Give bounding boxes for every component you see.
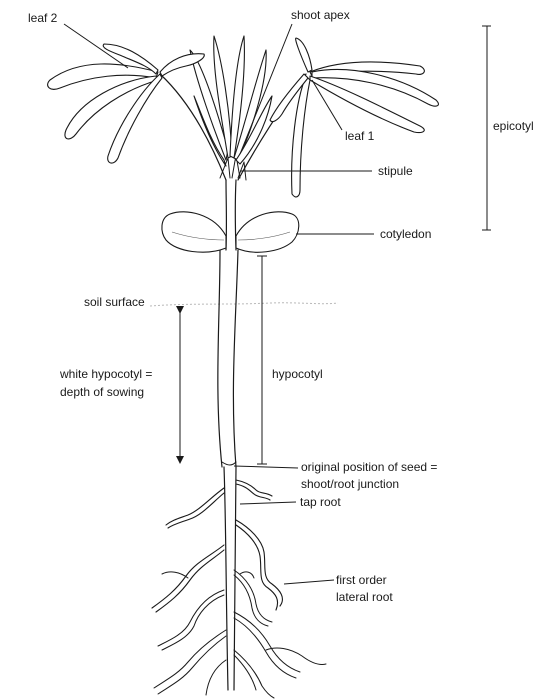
- label-leaf-1: leaf 1: [345, 129, 375, 143]
- label-epicotyl: epicotyl: [493, 119, 534, 133]
- cotyledons: [162, 212, 299, 252]
- stem: [218, 180, 238, 467]
- soil-surface-line: [150, 303, 338, 306]
- label-lateral-root-2: lateral root: [336, 590, 393, 604]
- label-tap-root: tap root: [300, 495, 341, 509]
- label-hypocotyl: hypocotyl: [272, 367, 323, 381]
- label-leaf-2: leaf 2: [28, 11, 58, 25]
- label-stipule: stipule: [378, 164, 413, 178]
- label-white-hypocotyl-2: depth of sowing: [60, 385, 144, 399]
- label-soil-surface: soil surface: [84, 295, 145, 309]
- label-cotyledon: cotyledon: [380, 227, 431, 241]
- label-white-hypocotyl-1: white hypocotyl =: [59, 367, 152, 381]
- label-seed-position-1: original position of seed =: [301, 460, 437, 474]
- label-shoot-apex: shoot apex: [291, 8, 350, 22]
- hypocotyl-bracket: [257, 256, 267, 464]
- label-seed-position-2: shoot/root junction: [301, 477, 399, 491]
- epicotyl-bracket: [482, 26, 491, 230]
- label-lateral-root-1: first order: [336, 573, 387, 587]
